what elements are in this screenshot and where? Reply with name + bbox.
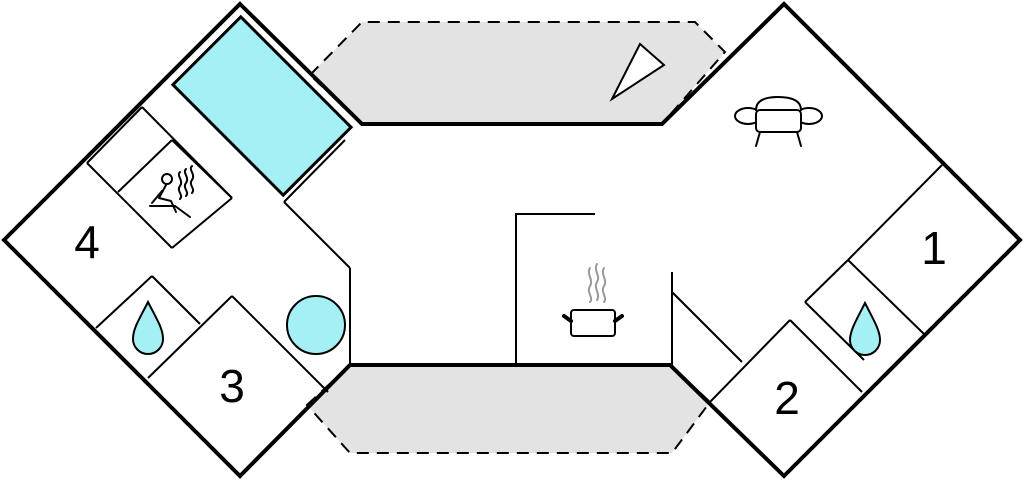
room-label-2: 2 <box>774 372 800 424</box>
room-label-3: 3 <box>219 360 245 412</box>
spa-icon <box>286 295 346 355</box>
shower-drop-icon <box>131 299 165 355</box>
compass-arrow-icon <box>609 42 666 102</box>
left-wing-walls <box>86 106 351 393</box>
shower-drop-icon <box>848 300 882 356</box>
sofa-icon <box>734 96 823 147</box>
terrace-bottom <box>305 364 712 454</box>
room-label-4: 4 <box>74 216 100 268</box>
pool-icon <box>170 14 354 198</box>
terrace-top <box>308 21 727 125</box>
right-wing-walls <box>671 164 943 403</box>
sauna-icon <box>149 165 195 218</box>
room-label-1: 1 <box>921 222 947 274</box>
kitchen-partition <box>515 213 595 365</box>
cooking-pot-icon <box>562 263 624 337</box>
